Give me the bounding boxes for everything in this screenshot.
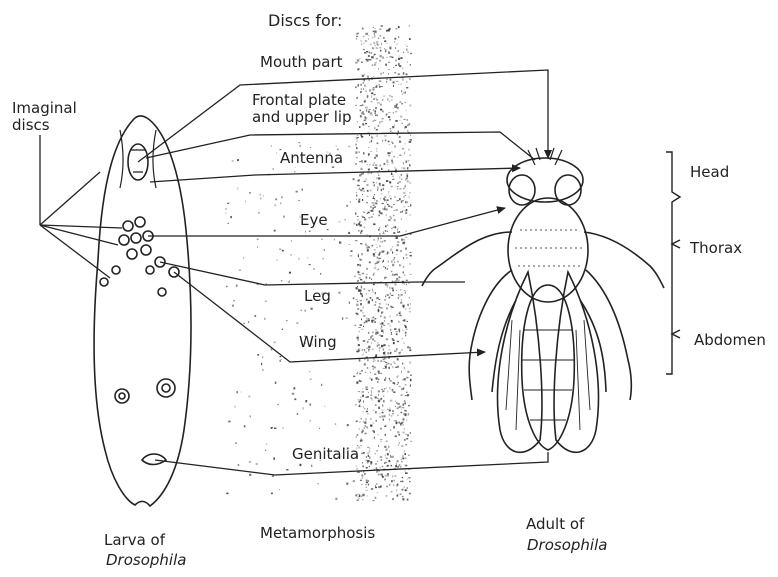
caption-metamorphosis: Metamorphosis bbox=[260, 525, 375, 542]
imaginal-discs-label: Imaginal discs bbox=[12, 100, 77, 134]
caption-adult-line2: Drosophila bbox=[527, 537, 607, 554]
disc-label-wing: Wing bbox=[297, 334, 339, 351]
larva-drawing bbox=[94, 116, 191, 506]
disc-label-eye: Eye bbox=[298, 212, 330, 229]
discs-header: Discs for: bbox=[268, 12, 342, 29]
disc-connectors bbox=[138, 70, 548, 475]
disc-label-antenna: Antenna bbox=[278, 150, 345, 167]
region-label-head: Head bbox=[690, 164, 729, 181]
caption-larva-line2: Drosophila bbox=[106, 552, 186, 569]
region-label-thorax: Thorax bbox=[690, 240, 742, 257]
adult-fly-drawing bbox=[422, 148, 664, 452]
region-label-abdomen: Abdomen bbox=[694, 332, 766, 349]
disc-label-genitalia: Genitalia bbox=[290, 446, 361, 463]
disc-label-mouth-part: Mouth part bbox=[258, 54, 345, 71]
caption-adult-line1: Adult of bbox=[526, 516, 584, 533]
body-region-bracket bbox=[666, 152, 680, 374]
imaginal-disc-leaders bbox=[40, 135, 122, 278]
disc-label-frontal-plate: Frontal plate and upper lip bbox=[250, 92, 354, 126]
caption-larva-line1: Larva of bbox=[104, 532, 165, 549]
disc-label-leg: Leg bbox=[302, 288, 333, 305]
